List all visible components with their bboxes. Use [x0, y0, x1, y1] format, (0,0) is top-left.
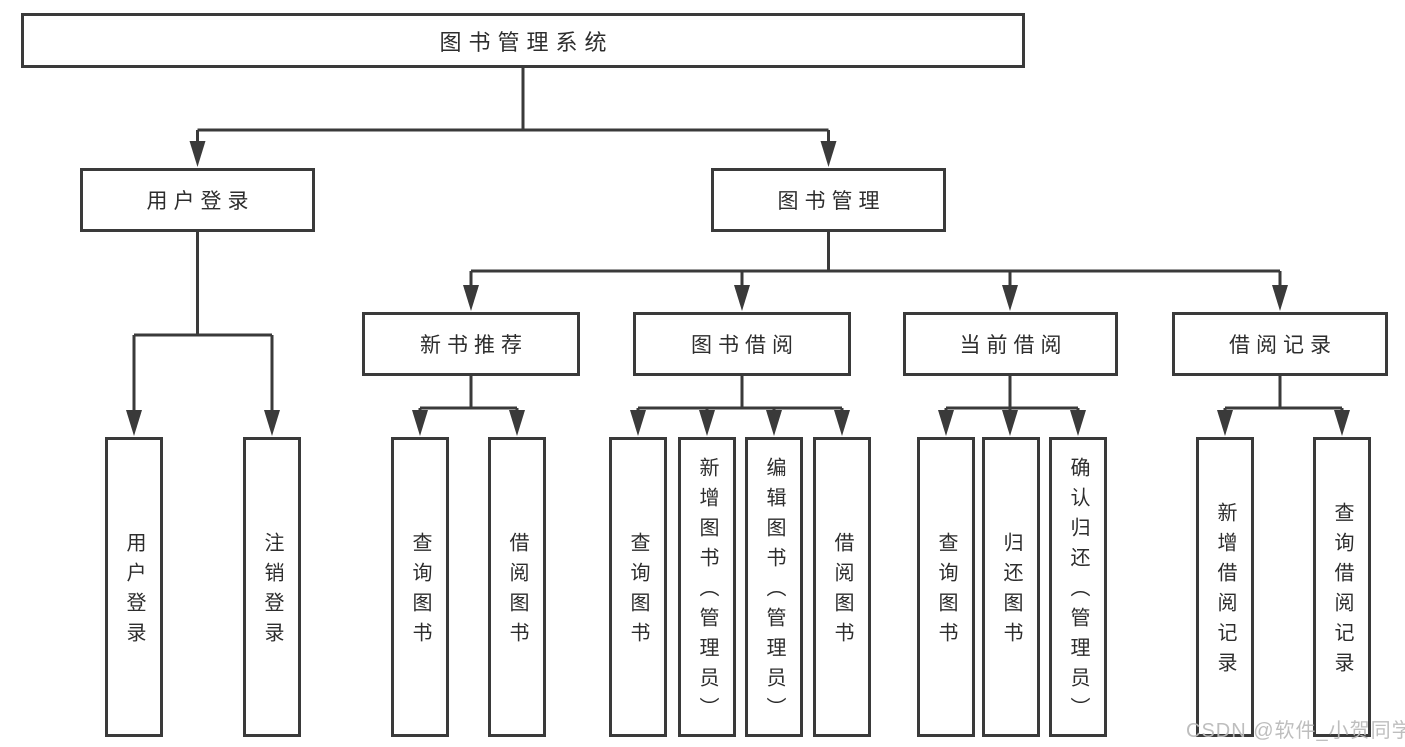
leaf-borrow-add-books-admin: 新增图书（管理员） — [678, 437, 736, 737]
node-borrow-records-label: 借阅记录 — [1229, 334, 1337, 357]
leaf-borrow-borrow-books: 借阅图书 — [813, 437, 871, 737]
leaf-borrow-add-books-admin-label: 新增图书（管理员） — [696, 457, 718, 727]
node-current-borrow-label: 当前借阅 — [959, 334, 1068, 357]
leaf-recommend-query-books-label: 查询图书 — [409, 532, 431, 652]
node-borrow-records: 借阅记录 — [1172, 312, 1388, 376]
leaf-current-query-books-label: 查询图书 — [935, 532, 957, 652]
leaf-recommend-query-books: 查询图书 — [391, 437, 449, 737]
leaf-recommend-borrow-books: 借阅图书 — [488, 437, 546, 737]
leaf-current-query-books: 查询图书 — [917, 437, 975, 737]
leaf-recommend-borrow-books-label: 借阅图书 — [506, 532, 528, 652]
leaf-borrow-borrow-books-label: 借阅图书 — [831, 532, 853, 652]
connector-new-book-recommend — [418, 376, 519, 418]
leaf-records-add-record-label: 新增借阅记录 — [1214, 502, 1236, 682]
leaf-logout-label: 注销登录 — [261, 532, 283, 652]
node-root-label: 图书管理系统 — [439, 29, 614, 55]
connector-user-login — [132, 232, 274, 416]
leaf-records-query-record: 查询借阅记录 — [1313, 437, 1371, 737]
node-root: 图书管理系统 — [21, 13, 1025, 68]
leaf-current-return-books-label: 归还图书 — [1000, 532, 1022, 652]
node-user-login: 用户登录 — [80, 168, 315, 232]
connector-borrow-records — [1223, 376, 1344, 418]
connector-root — [196, 68, 830, 146]
node-book-management: 图书管理 — [711, 168, 946, 232]
node-book-borrow: 图书借阅 — [633, 312, 851, 376]
leaf-records-query-record-label: 查询借阅记录 — [1331, 502, 1353, 682]
leaf-borrow-query-books-label: 查询图书 — [627, 532, 649, 652]
leaf-borrow-query-books: 查询图书 — [609, 437, 667, 737]
leaf-current-return-books: 归还图书 — [982, 437, 1040, 737]
connector-book-borrow — [636, 376, 844, 418]
arrow-heads — [126, 141, 1350, 436]
node-user-login-label: 用户登录 — [146, 190, 255, 213]
leaf-user-login: 用户登录 — [105, 437, 163, 737]
node-book-management-label: 图书管理 — [777, 190, 886, 213]
node-book-borrow-label: 图书借阅 — [691, 334, 799, 357]
leaf-logout: 注销登录 — [243, 437, 301, 737]
leaf-records-add-record: 新增借阅记录 — [1196, 437, 1254, 737]
leaf-current-confirm-return-admin: 确认归还（管理员） — [1049, 437, 1107, 737]
leaf-borrow-edit-books-admin-label: 编辑图书（管理员） — [763, 457, 785, 727]
leaf-user-login-label: 用户登录 — [123, 532, 145, 652]
node-current-borrow: 当前借阅 — [903, 312, 1118, 376]
node-new-book-recommend: 新书推荐 — [362, 312, 580, 376]
leaf-current-confirm-return-admin-label: 确认归还（管理员） — [1067, 457, 1089, 727]
csdn-watermark: CSDN @软件_小贺同学 — [1186, 720, 1405, 742]
connector-book-management — [469, 232, 1282, 292]
node-new-book-recommend-label: 新书推荐 — [420, 334, 528, 357]
leaf-borrow-edit-books-admin: 编辑图书（管理员） — [745, 437, 803, 737]
